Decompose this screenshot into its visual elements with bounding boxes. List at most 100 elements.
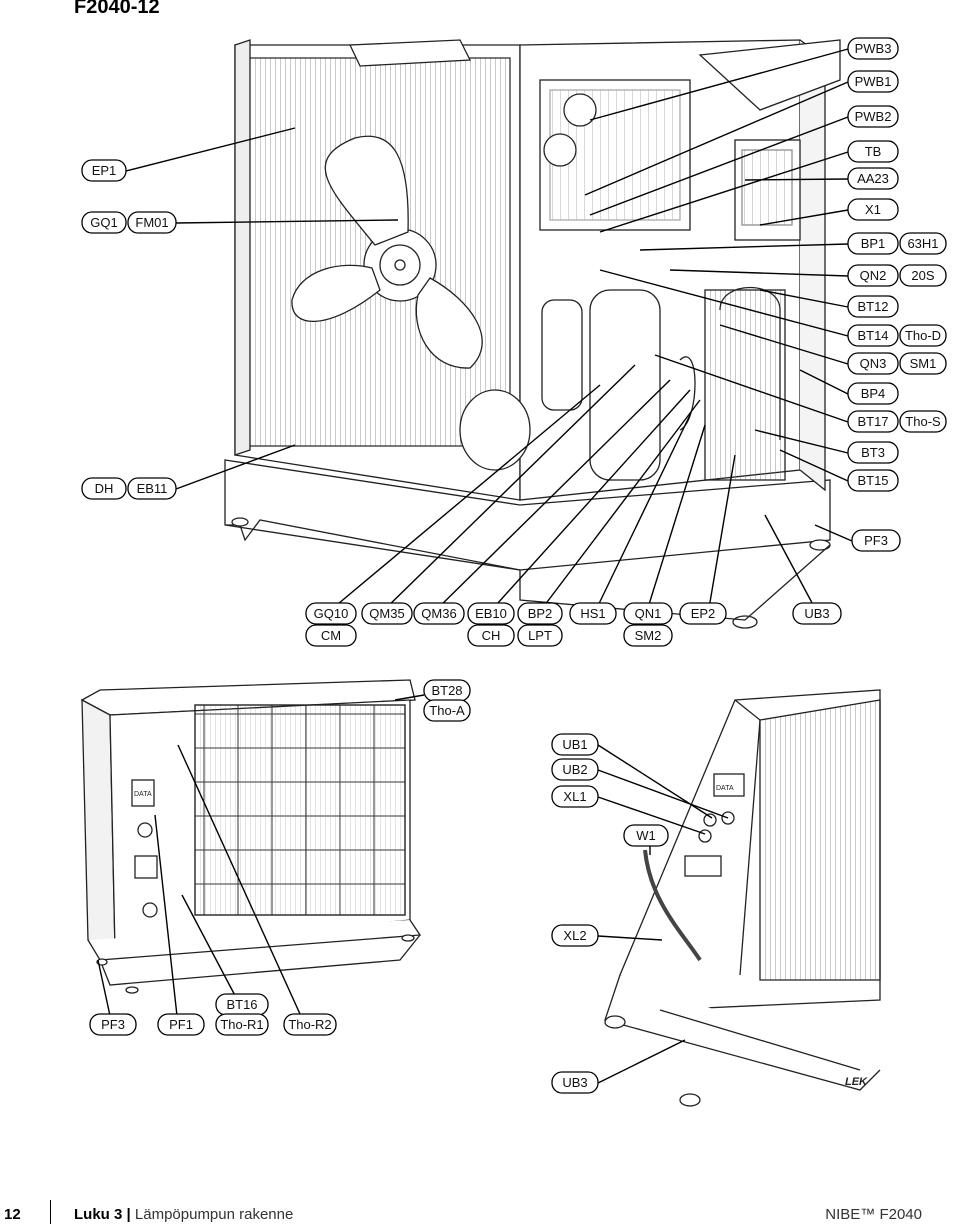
label-thos: Tho-S bbox=[905, 414, 941, 429]
page-title: F2040-12 bbox=[74, 0, 160, 18]
label-gq10-box bbox=[305, 602, 357, 625]
label-pf3-box bbox=[851, 529, 901, 552]
label-tb: TB bbox=[865, 144, 882, 159]
label-pwb3-box bbox=[847, 37, 899, 60]
label-pwb2-box bbox=[847, 105, 899, 128]
label-aa23-box bbox=[847, 167, 899, 190]
label-sm1: SM1 bbox=[910, 356, 937, 371]
label-sm2: SM2 bbox=[635, 628, 662, 643]
label-w1: W1 bbox=[636, 828, 656, 843]
label-qm35-box bbox=[361, 602, 413, 625]
label-thor2-box bbox=[283, 1013, 337, 1036]
label-bt15-box bbox=[847, 469, 899, 492]
label-gq10: GQ10 bbox=[314, 606, 349, 621]
label-dh-box bbox=[81, 477, 127, 500]
fan-illustration bbox=[291, 135, 483, 369]
label-ub2-box bbox=[551, 758, 599, 781]
label-x1: X1 bbox=[865, 202, 881, 217]
label-ep1: EP1 bbox=[92, 163, 117, 178]
label-fm01: FM01 bbox=[135, 215, 168, 230]
chapter-label: Luku 3 bbox=[74, 1206, 123, 1223]
label-pwb1-box bbox=[847, 70, 899, 93]
label-20s-box bbox=[899, 264, 947, 287]
chapter-separator: | bbox=[126, 1206, 131, 1223]
label-pf3b-box bbox=[89, 1013, 137, 1036]
label-qm36-box bbox=[413, 602, 465, 625]
leader-lines bbox=[97, 48, 853, 1084]
label-ub1-box bbox=[551, 733, 599, 756]
label-thor1: Tho-R1 bbox=[220, 1017, 263, 1032]
label-bt16: BT16 bbox=[226, 997, 257, 1012]
label-ep2-box bbox=[679, 602, 727, 625]
label-pwb3: PWB3 bbox=[855, 41, 892, 56]
label-bt3-box bbox=[847, 441, 899, 464]
rear-unit-illustration: DATA bbox=[80, 679, 422, 994]
label-thor1-box bbox=[215, 1013, 269, 1036]
label-texts: EP1 GQ1 FM01 DH EB11 PWB3 PWB1 PWB2 TB A… bbox=[90, 41, 941, 1090]
label-pwb2: PWB2 bbox=[855, 109, 892, 124]
label-ub3-box bbox=[792, 602, 842, 625]
label-eb11: EB11 bbox=[137, 481, 168, 496]
label-qn2: QN2 bbox=[860, 268, 887, 283]
label-thoa-box bbox=[423, 699, 471, 722]
label-xl1: XL1 bbox=[563, 789, 586, 804]
chapter-name: Lämpöpumpun rakenne bbox=[134, 1206, 294, 1223]
side-unit-illustration: DATA LEK bbox=[604, 689, 881, 1107]
label-qn3-box bbox=[847, 352, 899, 375]
label-sm1-box bbox=[899, 352, 947, 375]
label-xl2: XL2 bbox=[563, 928, 586, 943]
label-lpt: LPT bbox=[528, 628, 552, 643]
label-bt28: BT28 bbox=[431, 683, 462, 698]
label-cm: CM bbox=[321, 628, 341, 643]
label-bt14: BT14 bbox=[857, 328, 888, 343]
label-qn1-box bbox=[623, 602, 673, 625]
label-thos-box bbox=[899, 410, 947, 433]
label-thor2: Tho-R2 bbox=[288, 1017, 331, 1032]
label-gq1: GQ1 bbox=[90, 215, 117, 230]
label-bp1-box bbox=[847, 232, 899, 255]
label-eb11-box bbox=[127, 477, 177, 500]
label-ub2: UB2 bbox=[562, 762, 587, 777]
label-qn3: QN3 bbox=[860, 356, 887, 371]
label-dh: DH bbox=[95, 481, 114, 496]
label-ub3b: UB3 bbox=[562, 1075, 587, 1090]
label-xl1-box bbox=[551, 785, 599, 808]
label-gq1-box bbox=[81, 211, 127, 234]
label-bt17-box bbox=[847, 410, 899, 433]
label-sm2-box bbox=[623, 624, 673, 647]
label-bp1: BP1 bbox=[861, 236, 886, 251]
label-hs1-box bbox=[569, 602, 617, 625]
label-pf3: PF3 bbox=[864, 533, 888, 548]
label-bt12: BT12 bbox=[857, 299, 888, 314]
label-20s: 20S bbox=[911, 268, 934, 283]
label-ep2: EP2 bbox=[691, 606, 716, 621]
label-hs1: HS1 bbox=[580, 606, 605, 621]
label-ub1: UB1 bbox=[562, 737, 587, 752]
label-bt14-box bbox=[847, 324, 899, 347]
label-bt17: BT17 bbox=[857, 414, 888, 429]
label-qm35: QM35 bbox=[369, 606, 404, 621]
label-fm01-box bbox=[127, 211, 177, 234]
label-eb10-box bbox=[467, 602, 515, 625]
label-bp2-box bbox=[517, 602, 563, 625]
page-number: 12 bbox=[4, 1206, 21, 1223]
label-ch-box bbox=[467, 624, 515, 647]
label-pf3b: PF3 bbox=[101, 1017, 125, 1032]
page-footer: 12 Luku 3 | Lämpöpumpun rakenne NIBE™ F2… bbox=[0, 1200, 960, 1224]
label-pf1: PF1 bbox=[169, 1017, 193, 1032]
product-brand: NIBE™ F2040 bbox=[825, 1206, 922, 1223]
label-ub3: UB3 bbox=[804, 606, 829, 621]
data-plate-text: DATA bbox=[134, 791, 152, 798]
label-63h1-box bbox=[899, 232, 947, 255]
label-bp2: BP2 bbox=[528, 606, 553, 621]
label-bp4-box bbox=[847, 382, 899, 405]
brand-mark-text: LEK bbox=[845, 1076, 868, 1088]
footer-divider bbox=[50, 1200, 51, 1224]
label-cm-box bbox=[305, 624, 357, 647]
label-thod: Tho-D bbox=[905, 328, 941, 343]
label-w1-box bbox=[623, 824, 669, 847]
label-pwb1: PWB1 bbox=[855, 74, 892, 89]
label-qn2-box bbox=[847, 264, 899, 287]
chapter-info: Luku 3 | Lämpöpumpun rakenne bbox=[74, 1206, 293, 1223]
